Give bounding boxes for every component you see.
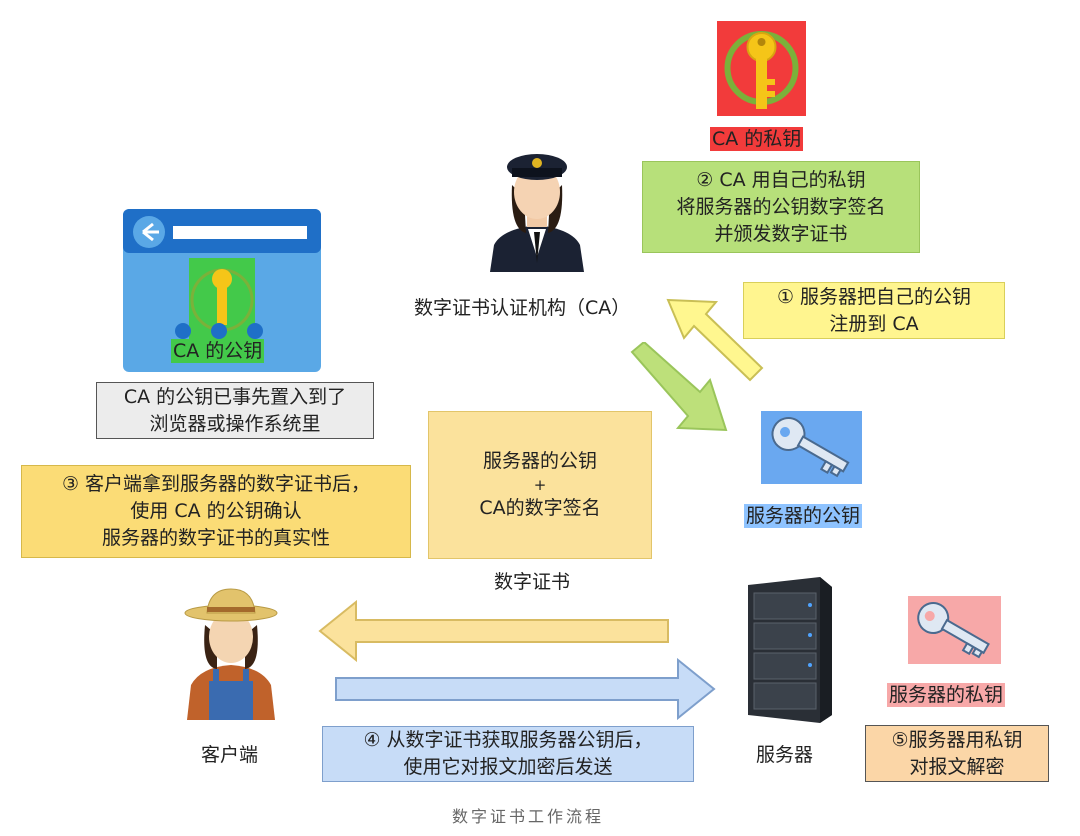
step2-line-1: ② CA 用自己的私钥 [696, 168, 866, 191]
digital-certificate-label: 数字证书 [494, 571, 571, 593]
server-label: 服务器 [756, 744, 814, 766]
step1-line-2: 注册到 CA [829, 312, 919, 335]
ca-officer-avatar [484, 137, 590, 272]
figure-caption: 数字证书工作流程 [452, 807, 605, 826]
client-label: 客户端 [201, 744, 259, 766]
step3-note: ③ 客户端拿到服务器的数字证书后， 使用 CA 的公钥确认 服务器的数字证书的真… [21, 465, 411, 558]
issue-arrow-down [630, 342, 728, 432]
certificate-to-client-arrow [318, 600, 669, 662]
step4-line-1: ④ 从数字证书获取服务器公钥后， [363, 729, 653, 751]
step1-line-1: ① 服务器把自己的公钥 [776, 285, 972, 308]
step4-note: ④ 从数字证书获取服务器公钥后， 使用它对报文加密后发送 [322, 726, 694, 782]
step2-line-2: 将服务器的公钥数字签名 [676, 195, 886, 218]
step3-line-3: 服务器的数字证书的真实性 [101, 527, 330, 549]
ca-private-key-icon [717, 21, 806, 116]
step5-line-1: ⑤服务器用私钥 [891, 728, 1023, 751]
step5-note: ⑤服务器用私钥 对报文解密 [865, 725, 1049, 782]
preinstalled-line-1: CA 的公钥已事先置入到了 [123, 385, 347, 408]
step2-line-3: 并颁发数字证书 [714, 222, 848, 245]
server-public-key-icon [761, 411, 862, 484]
server-public-key-label: 服务器的公钥 [744, 504, 863, 528]
register-arrow-up [666, 298, 764, 382]
browser-ca-public-key-label: CA 的公钥 [171, 339, 265, 363]
client-avatar [183, 585, 279, 720]
preinstalled-note: CA 的公钥已事先置入到了 浏览器或操作系统里 [96, 382, 374, 439]
server-private-key-icon [908, 596, 1001, 664]
server-rack-icon [740, 575, 834, 723]
digital-certificate-box: 服务器的公钥 + CA的数字签名 [428, 411, 652, 559]
step3-line-1: ③ 客户端拿到服务器的数字证书后， [61, 473, 371, 495]
step3-line-2: 使用 CA 的公钥确认 [130, 500, 302, 522]
preinstalled-line-2: 浏览器或操作系统里 [149, 412, 321, 435]
ca-private-key-label: CA 的私钥 [710, 127, 804, 151]
step5-line-2: 对报文解密 [909, 755, 1005, 778]
browser-window [123, 209, 321, 372]
server-private-key-label: 服务器的私钥 [887, 683, 1006, 707]
step1-note: ① 服务器把自己的公钥 注册到 CA [743, 282, 1005, 339]
step2-note: ② CA 用自己的私钥 将服务器的公钥数字签名 并颁发数字证书 [642, 161, 920, 253]
step4-line-2: 使用它对报文加密后发送 [403, 756, 613, 778]
certificate-line-3: CA的数字签名 [479, 497, 601, 519]
encrypted-message-to-server-arrow [335, 658, 716, 720]
certificate-line-2: + [533, 476, 547, 494]
ca-organization-label: 数字证书认证机构（CA） [414, 297, 631, 319]
certificate-line-1: 服务器的公钥 [482, 450, 597, 472]
